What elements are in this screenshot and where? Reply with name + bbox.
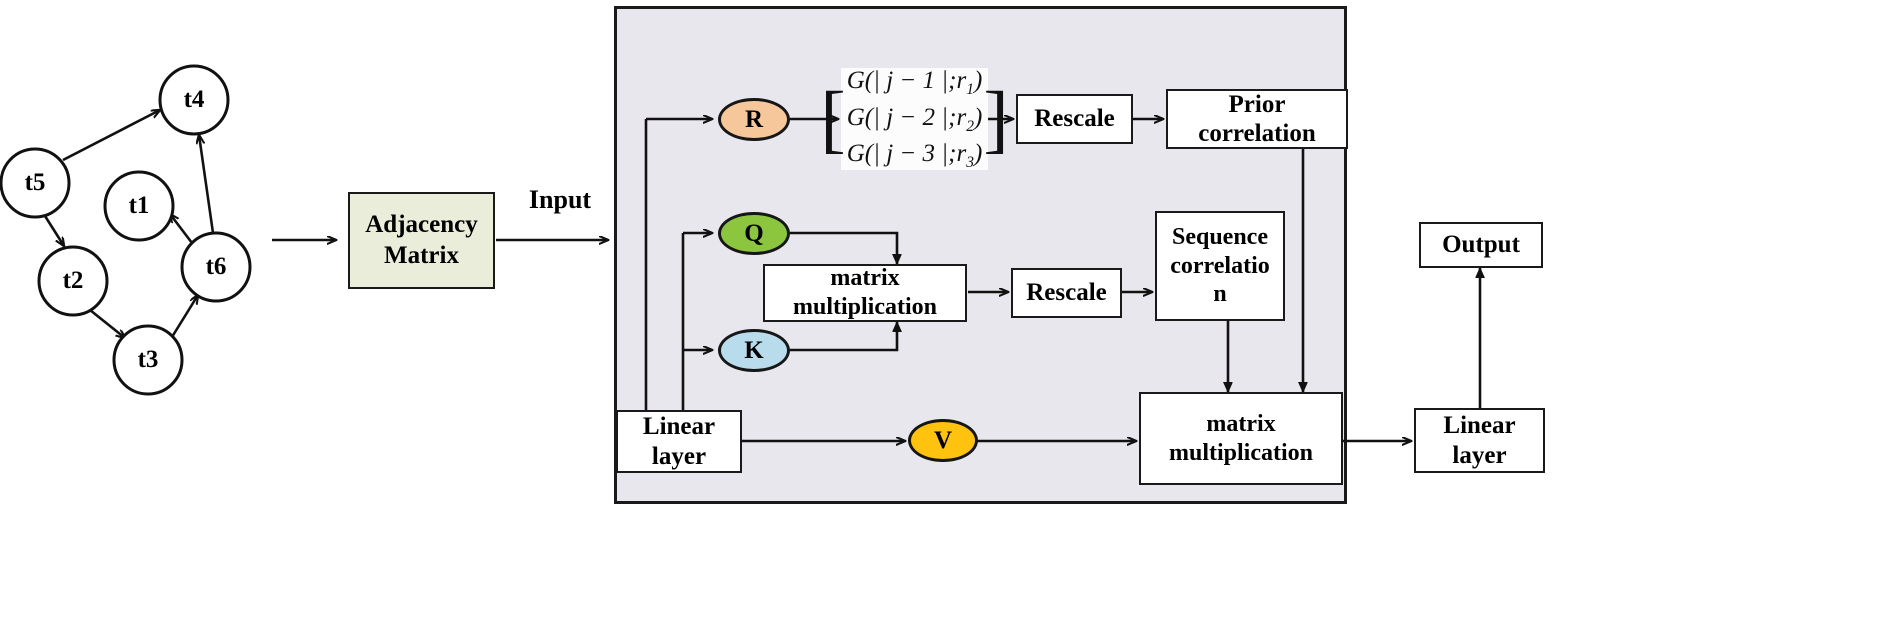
graph-node-t3: t3 <box>137 346 159 373</box>
graph-node-t2: t2 <box>62 267 84 294</box>
matrix-row-3: G(| j − 3 |;r3) <box>846 140 983 172</box>
matrix-multiplication-mid-block[interactable]: matrix multiplication <box>763 264 967 322</box>
graph-node-t4: t4 <box>183 86 205 113</box>
r-ellipse[interactable]: R <box>718 98 790 141</box>
sequence-correlation-block[interactable]: Sequence correlatio n <box>1155 211 1285 321</box>
graph-node-t6: t6 <box>205 253 227 280</box>
matrix-right-bracket: ] <box>983 76 1009 161</box>
q-ellipse[interactable]: Q <box>718 212 790 255</box>
rescale-mid-block[interactable]: Rescale <box>1011 268 1122 318</box>
k-ellipse[interactable]: K <box>718 329 790 372</box>
prior-correlation-block[interactable]: Prior correlation <box>1166 89 1348 149</box>
v-ellipse[interactable]: V <box>908 419 978 462</box>
input-label: Input <box>528 185 592 214</box>
rescale-top-block[interactable]: Rescale <box>1016 94 1133 144</box>
matrix-left-bracket: [ <box>820 76 846 161</box>
graph-node-t1: t1 <box>128 192 150 219</box>
matrix-multiplication-right-block[interactable]: matrix multiplication <box>1139 392 1343 485</box>
matrix-row-1: G(| j − 1 |;r1) <box>846 67 983 99</box>
linear-layer-input-block[interactable]: Linear layer <box>616 410 742 473</box>
adjacency-matrix-block[interactable]: Adjacency Matrix <box>348 192 495 289</box>
matrix-row-2: G(| j − 2 |;r2) <box>846 103 983 135</box>
graph-node-t5: t5 <box>24 169 46 196</box>
output-block[interactable]: Output <box>1419 222 1543 268</box>
gaussian-kernel-matrix: [ G(| j − 1 |;r1) G(| j − 2 |;r2) G(| j … <box>820 67 1008 172</box>
linear-layer-output-block[interactable]: Linear layer <box>1414 408 1545 473</box>
